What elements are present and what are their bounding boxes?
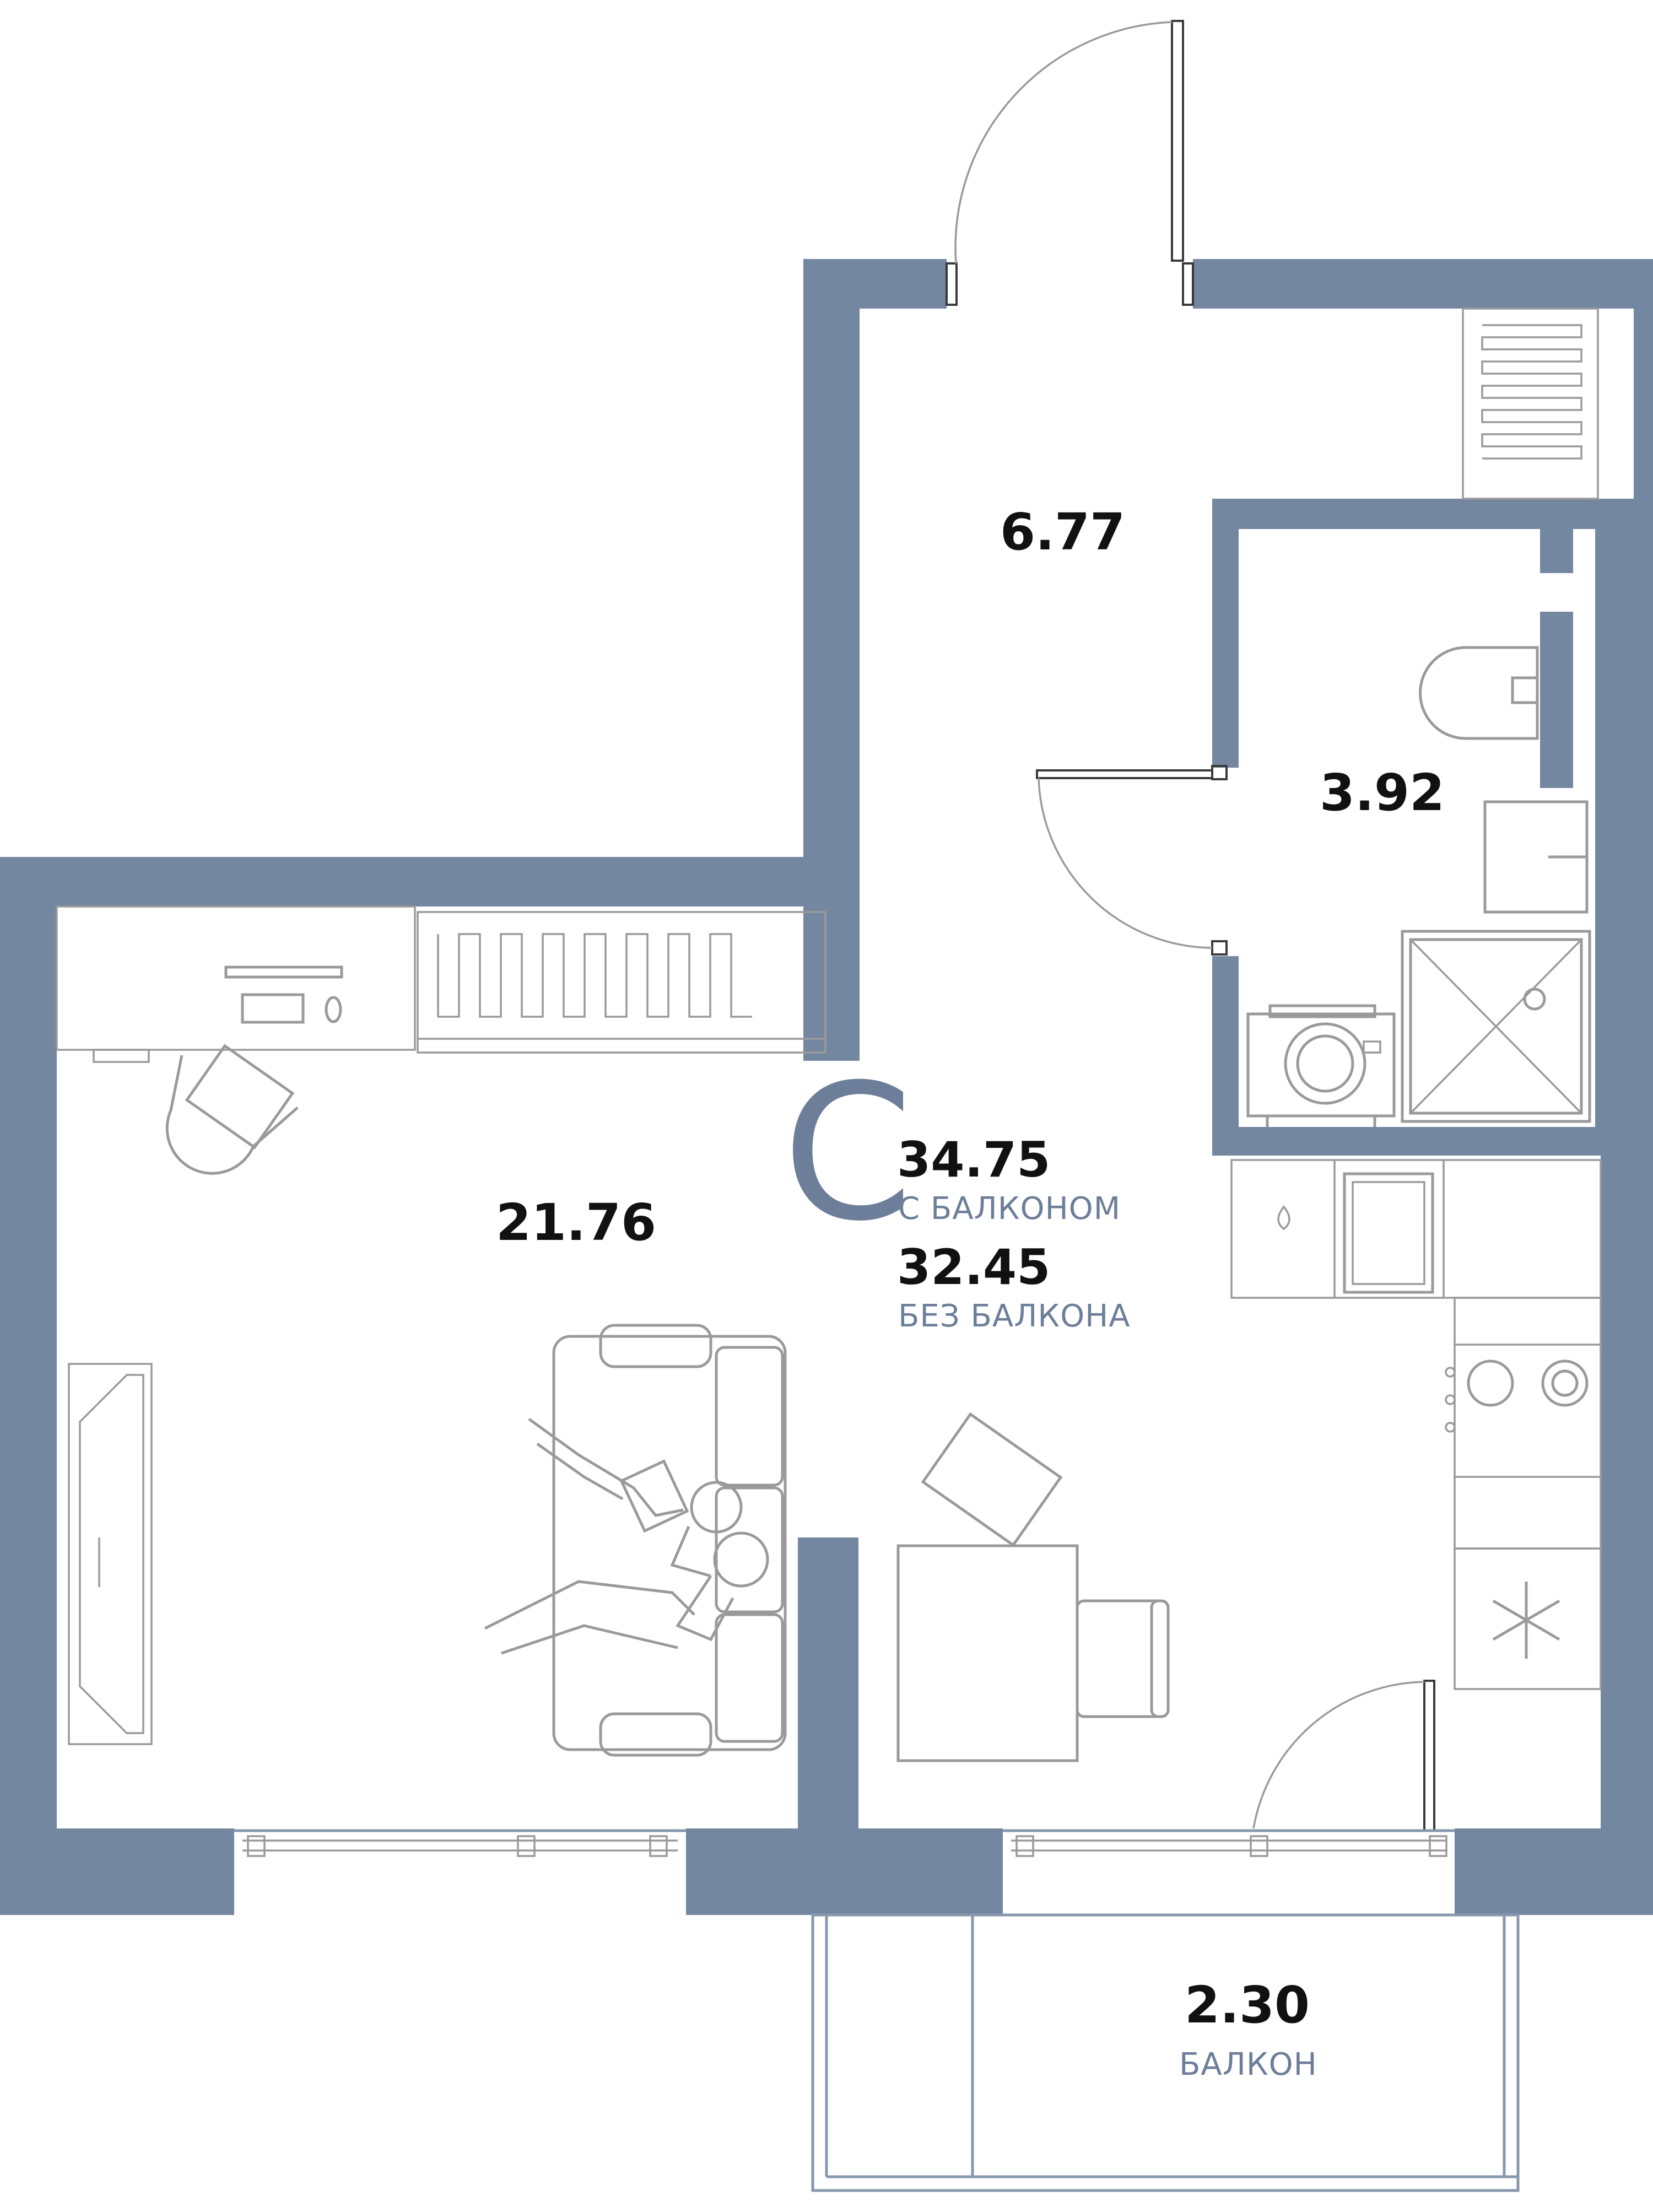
wall-top-right <box>1193 259 1653 309</box>
total-without-balcony: 32.45 <box>897 1239 1050 1296</box>
bathroom-door <box>1036 765 1228 956</box>
living-wardrobe <box>417 911 827 1054</box>
apartment-type-badge: С <box>782 1044 913 1263</box>
sofa-icon <box>552 1324 787 1757</box>
wall-bath-left-lower <box>1212 956 1239 1156</box>
wall-bath-top <box>1212 499 1653 529</box>
wall-right-lower <box>1601 1154 1653 1915</box>
wall-bottom-1 <box>44 1828 234 1915</box>
wall-top-left <box>803 259 947 309</box>
balcony-label: БАЛКОН <box>1179 2047 1317 2082</box>
kitchen <box>1230 1159 1602 1690</box>
dining-table <box>896 1544 1079 1762</box>
desk <box>56 905 416 1063</box>
walls <box>0 259 1653 1915</box>
shower-icon <box>1401 930 1591 1123</box>
wall-left <box>0 857 57 1915</box>
wall-bath-right-2 <box>1540 612 1573 788</box>
wall-bottom-3 <box>1455 1828 1653 1915</box>
hallway-wardrobe <box>1462 307 1599 500</box>
wall-right-top <box>1634 259 1653 501</box>
wall-corridor-left <box>803 259 860 1061</box>
tv-icon <box>68 1363 153 1745</box>
wall-right-mid <box>1595 529 1653 1154</box>
with-balcony-caption: С БАЛКОНОМ <box>898 1191 1121 1227</box>
wall-bath-bottom <box>1212 1127 1653 1156</box>
people-icon <box>484 1417 769 1655</box>
balcony-door <box>1252 1680 1435 1832</box>
without-balcony-caption: БЕЗ БАЛКОНА <box>898 1298 1131 1334</box>
hallway-area: 6.77 <box>1000 503 1125 562</box>
total-with-balcony: 34.75 <box>897 1131 1050 1188</box>
living-room-area: 21.76 <box>496 1193 656 1252</box>
windows <box>234 1829 1455 1857</box>
wall-bottom-2 <box>686 1828 1003 1915</box>
wall-bath-right-1 <box>1540 529 1573 573</box>
dining-chair-icon <box>921 1412 1170 1718</box>
toilet-icon <box>1419 646 1539 740</box>
entrance-door <box>946 20 1194 306</box>
office-chair-icon <box>165 1044 299 1175</box>
wall-bath-left-upper <box>1212 499 1239 768</box>
bathroom-area: 3.92 <box>1320 763 1445 822</box>
wall-living-top <box>0 857 860 907</box>
washing-machine-icon <box>1246 1004 1396 1127</box>
balcony-area: 2.30 <box>1185 1976 1310 2035</box>
fridge-snowflake-icon <box>1492 1582 1560 1659</box>
balcony <box>811 1913 1520 2192</box>
sink-icon <box>1483 800 1589 914</box>
